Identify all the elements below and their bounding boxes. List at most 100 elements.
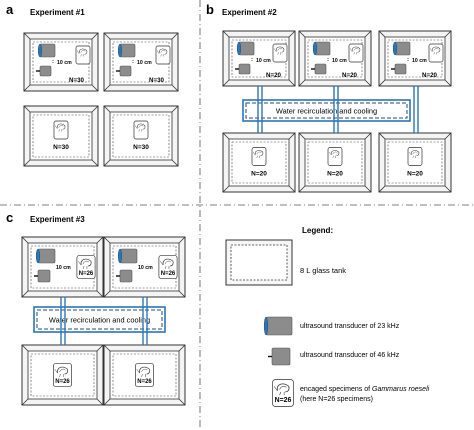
glass-tank: 10 cmN=20 bbox=[378, 30, 452, 87]
tank-water-line bbox=[32, 41, 90, 83]
tank-corner-edge bbox=[298, 79, 306, 87]
tank-corner-edge bbox=[96, 290, 104, 298]
tank-corner-edge bbox=[103, 105, 111, 113]
glass-tank: N=26 bbox=[103, 344, 186, 406]
panel-letter-a: a bbox=[6, 2, 14, 17]
tank-n-label: N=20 bbox=[342, 72, 358, 79]
tank-corner-edge bbox=[91, 159, 99, 167]
tank-corner-edge bbox=[364, 185, 372, 193]
transducer-body bbox=[39, 65, 52, 77]
legend-cage-line2: (here N=26 specimens) bbox=[300, 396, 373, 403]
tank-water-line bbox=[32, 114, 90, 158]
tank-corner-edge bbox=[91, 84, 99, 92]
glass-tank: N=20 bbox=[378, 132, 452, 193]
tank-corner-edge bbox=[103, 32, 111, 40]
distance-label: 10 cm bbox=[57, 60, 72, 66]
panel-title-b: Experiment #2 bbox=[222, 8, 277, 17]
transducer-46khz-icon bbox=[116, 269, 133, 283]
legend-cage-line1-pre: encaged specimens of bbox=[300, 386, 372, 393]
glass-tank: N=30 bbox=[23, 105, 99, 167]
water-pipe bbox=[333, 86, 339, 133]
transducer-emitter bbox=[263, 316, 269, 336]
tank-corner-edge bbox=[288, 30, 296, 38]
cage-n-label: N=26 bbox=[55, 379, 70, 385]
specimen-cage bbox=[407, 147, 423, 166]
transducer-body bbox=[119, 248, 138, 264]
tank-corner-edge bbox=[96, 344, 104, 352]
legend-title: Legend: bbox=[302, 226, 333, 235]
legend: Legend: 8 L glass tank ultrasound transd… bbox=[225, 226, 430, 407]
transducer-body bbox=[39, 43, 56, 58]
specimen-cage: N=26 bbox=[135, 362, 154, 388]
glass-tank: 10 cmN=30 bbox=[23, 32, 99, 92]
glass-tank: 10 cmN=26 bbox=[103, 236, 186, 298]
tank-water-line bbox=[112, 41, 170, 83]
tank-n-label: N=30 bbox=[133, 144, 149, 151]
specimen-cage: N=26 bbox=[272, 379, 294, 407]
tank-corner-edge bbox=[298, 30, 306, 38]
tank-corner-edge bbox=[23, 159, 31, 167]
tank-corner-edge bbox=[171, 105, 179, 113]
tank-corner-edge bbox=[103, 290, 111, 298]
tank-water-line bbox=[112, 114, 170, 158]
tank-corner-edge bbox=[378, 30, 386, 38]
tank-corner-edge bbox=[103, 84, 111, 92]
tank-n-label: N=20 bbox=[407, 171, 423, 178]
legend-t23-label: ultrasound transducer of 23 kHz bbox=[300, 323, 400, 330]
water-recirculation-box: Water recirculation and cooling bbox=[33, 306, 166, 333]
tank-water-line bbox=[231, 141, 287, 184]
transducer-emitter bbox=[117, 248, 123, 264]
transducer-46khz-icon bbox=[116, 65, 132, 77]
transducer-23khz-icon bbox=[35, 248, 56, 264]
tank-corner-edge bbox=[171, 32, 179, 40]
water-pipe bbox=[257, 86, 263, 133]
tank-corner-edge bbox=[378, 79, 386, 87]
water-pipe bbox=[60, 297, 66, 345]
tank-corner-edge bbox=[91, 32, 99, 40]
specimen-cage: N=26 bbox=[76, 254, 96, 280]
glass-tank: N=20 bbox=[298, 132, 372, 193]
tank-corner-edge bbox=[378, 185, 386, 193]
tank-corner-edge bbox=[23, 105, 31, 113]
water-box-inner bbox=[245, 102, 408, 119]
tank-corner-edge bbox=[178, 290, 186, 298]
specimen-cage bbox=[327, 147, 343, 166]
tank-corner-edge bbox=[21, 344, 29, 352]
tank-n-label: N=20 bbox=[422, 72, 438, 79]
tank-n-label: N=20 bbox=[266, 72, 282, 79]
tank-corner-edge bbox=[288, 185, 296, 193]
tank-corner-edge bbox=[21, 290, 29, 298]
tank-corner-edge bbox=[222, 185, 230, 193]
tank-corner-edge bbox=[103, 236, 111, 244]
legend-cage-species: Gammarus roeseli bbox=[372, 386, 430, 393]
tank-n-label: N=30 bbox=[53, 144, 69, 151]
transducer-body bbox=[238, 41, 255, 56]
legend-tank-label: 8 L glass tank bbox=[300, 266, 346, 275]
transducer-body bbox=[37, 269, 51, 283]
transducer-23khz-icon bbox=[236, 41, 255, 56]
tank-corner-edge bbox=[222, 30, 230, 38]
specimen-cage: N=26 bbox=[158, 254, 178, 280]
transducer-46khz-icon bbox=[36, 65, 52, 77]
transducer-emitter bbox=[392, 41, 398, 56]
water-recirculation-label: Water recirculation and cooling bbox=[276, 107, 377, 116]
distance-label: 10 cm bbox=[56, 265, 71, 271]
glass-tank: 10 cm N=26 bbox=[21, 236, 104, 298]
transducer-emitter bbox=[312, 41, 318, 56]
legend-t46-label: ultrasound transducer of 46 kHz bbox=[300, 352, 400, 359]
legend-cage-line1: encaged specimens of Gammarus roeseli bbox=[300, 386, 430, 393]
tank-inner-wall bbox=[27, 350, 98, 400]
water-box-outer bbox=[242, 99, 411, 122]
tank-corner-edge bbox=[298, 185, 306, 193]
tank-water-line bbox=[30, 353, 95, 397]
tank-corner-edge bbox=[444, 132, 452, 140]
tank-corner-edge bbox=[23, 84, 31, 92]
transducer-body bbox=[314, 41, 331, 56]
tank-corner-edge bbox=[444, 30, 452, 38]
water-pipe bbox=[142, 297, 148, 345]
glass-tank: N=20 bbox=[222, 132, 296, 193]
transducer-46khz-icon bbox=[391, 63, 407, 75]
transducer-body bbox=[394, 41, 411, 56]
tank-corner-edge bbox=[222, 132, 230, 140]
